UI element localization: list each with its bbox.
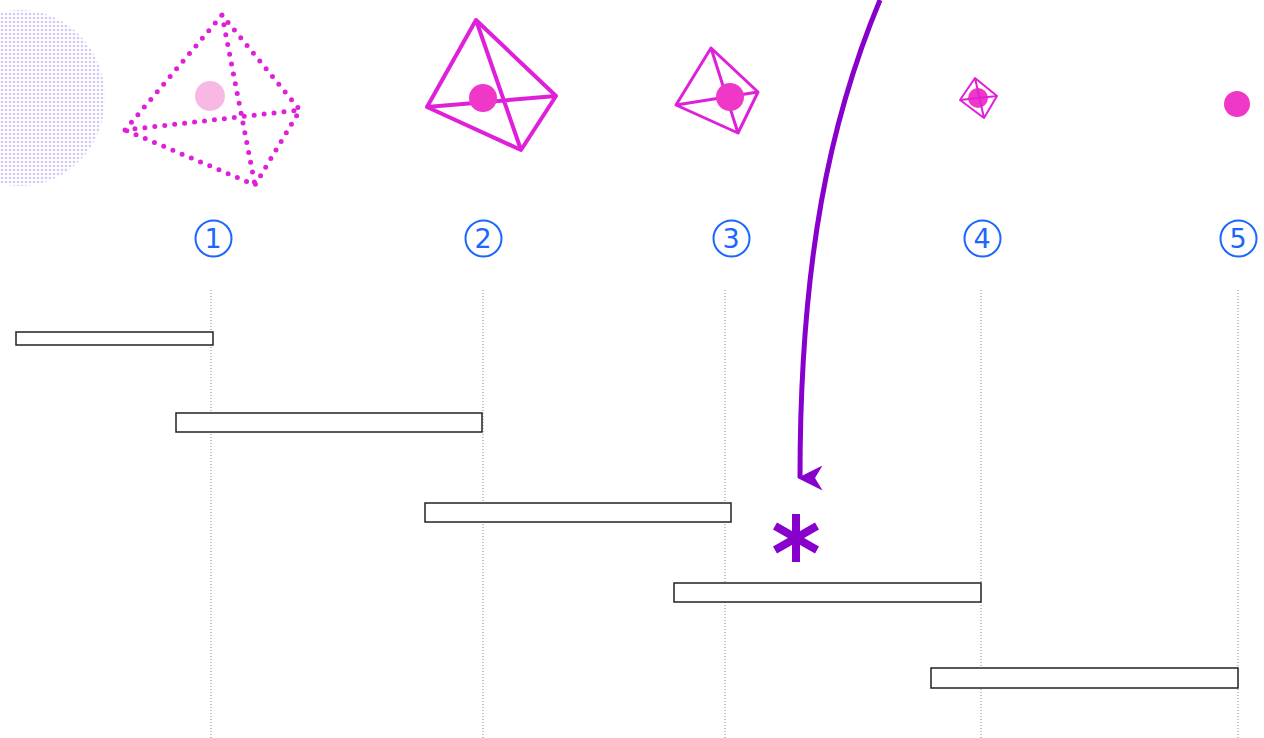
tetrahedron-edges (427, 20, 556, 150)
callout-number: 3 (722, 225, 739, 252)
callout-number: 5 (1229, 225, 1246, 252)
callout-circle: 2 (464, 219, 503, 258)
dotted-tetrahedron (125, 15, 300, 185)
asterisk-symbol (775, 514, 817, 562)
callout-circle: 4 (963, 219, 1002, 258)
callout-circle: 1 (194, 219, 233, 258)
asterisk-stroke (775, 526, 817, 550)
circle-outline (1220, 220, 1256, 256)
circle-outline (713, 220, 749, 256)
core-dot (469, 84, 497, 112)
core-dot (716, 83, 744, 111)
callout-number: 1 (204, 225, 221, 252)
callout-circle: 3 (712, 219, 751, 258)
tetrahedron-edges (960, 78, 997, 118)
core-dot (1224, 91, 1250, 117)
tetrahedron-edges (125, 15, 300, 185)
tetrahedron (960, 78, 997, 118)
callout-circle: 5 (1219, 219, 1258, 258)
time-bar (425, 503, 731, 522)
callout-number: 2 (474, 225, 491, 252)
tetrahedron (427, 20, 556, 150)
time-bar (674, 583, 981, 602)
tetrahedron (676, 48, 758, 133)
circle-outline (465, 220, 501, 256)
guide-lines (211, 290, 1238, 738)
circle-outline (195, 220, 231, 256)
asterisk-stroke (775, 526, 817, 550)
time-bar (176, 413, 482, 432)
shaded-region (0, 10, 105, 186)
time-bars (16, 332, 1238, 688)
time-bar (931, 668, 1238, 688)
guide-line (211, 290, 212, 738)
faint-core (195, 81, 225, 111)
callout-number: 4 (973, 225, 990, 252)
pointer-arrow (800, 0, 880, 478)
circle-outline (964, 220, 1000, 256)
time-bar (16, 332, 213, 345)
tetrahedron-edges (676, 48, 758, 133)
